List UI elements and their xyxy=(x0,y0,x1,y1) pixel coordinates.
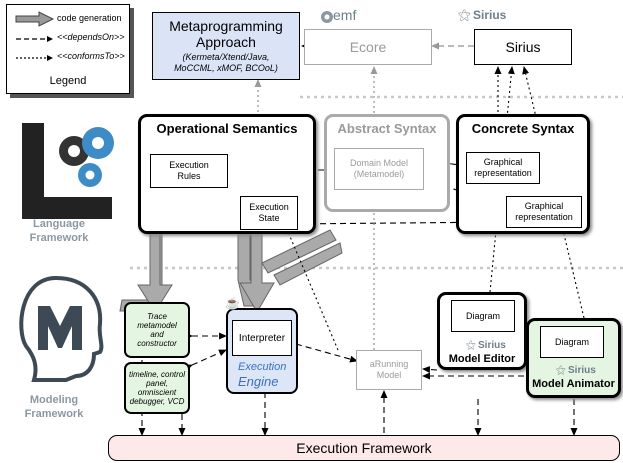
conforms-to-arrows xyxy=(254,66,585,351)
sirius-logo-text: Sirius xyxy=(473,8,507,22)
trace-line1: Trace xyxy=(147,312,167,321)
tools-line1: timeline, control xyxy=(128,370,186,379)
model-editor-diagram-box: Diagram xyxy=(451,300,515,332)
abstract-syntax-title: Abstract Syntax xyxy=(337,121,437,136)
tools-line3: debugger, VCD xyxy=(129,397,185,406)
emf-logo-text: emf xyxy=(333,7,357,23)
execution-engine-label-line2: Engine xyxy=(238,374,279,389)
model-animator-sirius-star-icon: ⚝ xyxy=(556,365,566,376)
trace-line4: constructor xyxy=(137,339,177,348)
tools-line2: panel, omniscient xyxy=(137,379,177,397)
model-editor-title: Model Editor xyxy=(448,353,516,365)
model-animator-title: Model Animator xyxy=(532,378,615,390)
model-animator-sirius-label: Sirius xyxy=(568,365,596,376)
concrete-syntax-title: Concrete Syntax xyxy=(471,121,575,136)
model-animator-diagram-label: Diagram xyxy=(554,336,589,347)
legend: code generation <<dependsOn>> <<conforms… xyxy=(6,4,130,94)
language-framework-logo-icon xyxy=(22,123,114,219)
emf-logo-icon xyxy=(321,11,333,23)
graphical-rep1-line1: Graphical xyxy=(483,157,523,167)
execution-engine-label-line1: Execution xyxy=(238,361,287,373)
metaprogramming-title-line2: Approach xyxy=(196,34,256,50)
code-generation-arrow-icon xyxy=(15,11,55,27)
trace-line3: and xyxy=(150,330,164,339)
interpreter-label: Interpreter xyxy=(238,332,286,344)
code-generation-arrows xyxy=(119,226,343,313)
running-model-line1: aRunning xyxy=(369,359,409,369)
depends-on-line-icon xyxy=(16,36,53,42)
sirius-label: Sirius xyxy=(505,39,541,55)
graphical-rep1-line2: representation xyxy=(474,168,532,178)
graphical-representation-2-box: Graphical representation xyxy=(506,196,582,228)
language-framework-label-line1: Language xyxy=(33,218,85,230)
execution-rules-line2: Rules xyxy=(177,171,201,181)
model-editor-sirius-star-icon: ⚝ xyxy=(466,340,476,351)
model-editor-sirius-label: Sirius xyxy=(478,340,506,351)
execution-framework-bar: Execution Framework xyxy=(108,435,620,461)
running-model-box: aRunning Model xyxy=(356,350,422,390)
domain-model-line1: Domain Model xyxy=(349,158,409,168)
metaprogramming-subtitle-line2: MoCCML, xMOF, BCOoL) xyxy=(174,63,278,73)
ecore-label: Ecore xyxy=(349,39,387,55)
execution-framework-label: Execution Framework xyxy=(296,440,432,456)
graphical-representation-1-box: Graphical representation xyxy=(466,152,540,184)
trace-line2: metamodel xyxy=(137,321,177,330)
tools-box: timeline, control panel, omniscient debu… xyxy=(124,362,190,414)
conforms-to-line-icon xyxy=(16,55,53,61)
running-model-line2: Model xyxy=(376,370,402,380)
java-cup-icon: ☕ xyxy=(225,296,240,310)
domain-model-box: Domain Model (Metamodel) xyxy=(334,148,424,190)
modeling-framework-label-line2: Framework xyxy=(24,408,84,420)
legend-depends-on: <<dependsOn>> xyxy=(57,32,125,42)
modeling-framework-label-line1: Modeling xyxy=(29,394,79,406)
ecore-box: Ecore xyxy=(304,29,432,65)
modeling-framework-logo-icon xyxy=(19,276,104,382)
language-framework-label-line2: Framework xyxy=(29,232,89,244)
graphical-rep2-line2: representation xyxy=(515,212,573,222)
execution-state-line2: State xyxy=(258,213,280,223)
metaprogramming-subtitle-line1: (Kermeta/Xtend/Java, xyxy=(182,52,270,62)
metaprogramming-title-line1: Metaprogramming xyxy=(169,18,283,34)
legend-conforms-to: <<conformsTo>> xyxy=(57,51,125,61)
interpreter-box: Interpreter xyxy=(232,320,292,356)
model-animator-diagram-box: Diagram xyxy=(540,326,604,358)
legend-code-generation: code generation xyxy=(57,13,122,23)
domain-model-line2: (Metamodel) xyxy=(353,169,405,179)
sirius-star-icon: ⚝ xyxy=(458,7,471,22)
trace-metamodel-box: Trace metamodel and constructor xyxy=(124,302,190,358)
graphical-rep2-line1: Graphical xyxy=(524,201,564,211)
execution-state-line1: Execution xyxy=(249,202,289,212)
operational-semantics-title: Operational Semantics xyxy=(156,121,298,136)
legend-title: Legend xyxy=(49,75,87,87)
sirius-box: Sirius xyxy=(474,29,572,65)
metaprogramming-approach-box: Metaprogramming Approach (Kermeta/Xtend/… xyxy=(152,12,300,80)
model-editor-diagram-label: Diagram xyxy=(465,310,500,321)
execution-rules-box: Execution Rules xyxy=(150,154,228,188)
execution-rules-line1: Execution xyxy=(169,160,209,170)
execution-state-box: Execution State xyxy=(240,196,298,230)
